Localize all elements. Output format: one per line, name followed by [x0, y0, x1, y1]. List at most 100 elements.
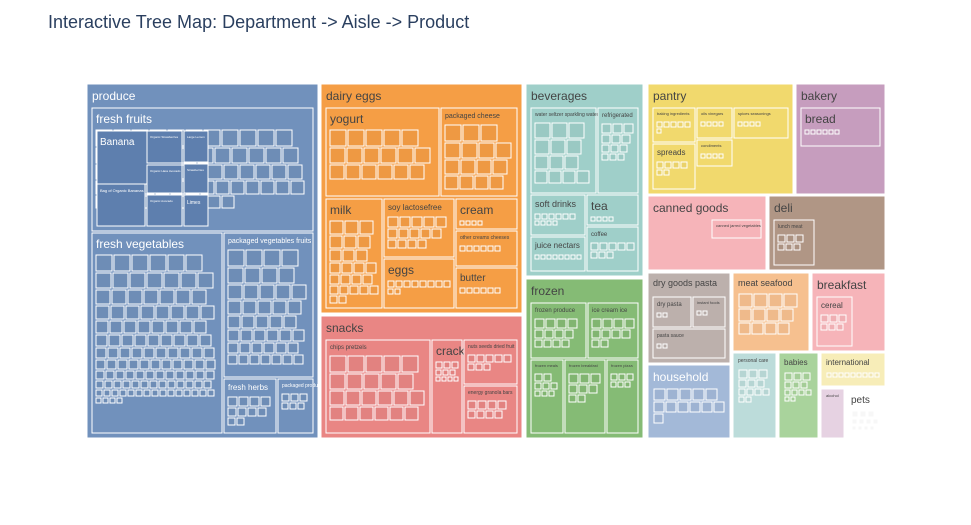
product-cell[interactable] [749, 121, 755, 127]
product-cell[interactable] [476, 410, 485, 419]
product-cell[interactable] [95, 272, 112, 289]
product-cell[interactable] [621, 134, 631, 144]
product-cell[interactable] [795, 234, 804, 243]
product-cell[interactable] [832, 372, 838, 378]
product-cell[interactable] [292, 329, 305, 342]
product-cell[interactable] [465, 220, 471, 226]
product-cell[interactable] [483, 363, 491, 371]
product-cell[interactable] [241, 315, 255, 329]
product-cell[interactable] [427, 280, 435, 288]
product-cell[interactable] [361, 390, 377, 406]
product-cell[interactable] [562, 213, 569, 220]
product-cell[interactable] [95, 370, 105, 380]
product-cell[interactable] [278, 267, 295, 284]
product-cell[interactable] [419, 280, 427, 288]
product-cell[interactable] [283, 315, 297, 329]
product-cell[interactable] [447, 376, 453, 382]
product-cell[interactable] [542, 382, 550, 390]
product-cell[interactable] [231, 147, 248, 164]
product-cell[interactable] [271, 164, 287, 180]
product-cell[interactable] [140, 380, 149, 389]
product-cell[interactable] [791, 389, 798, 396]
product-cell[interactable] [346, 147, 363, 164]
product-cell[interactable] [753, 293, 768, 308]
product-cell[interactable] [570, 254, 576, 260]
product-cell[interactable] [195, 370, 205, 380]
product-cell[interactable] [251, 342, 263, 354]
product-cell[interactable] [207, 389, 215, 397]
product-cell[interactable] [541, 213, 548, 220]
product-cell[interactable] [227, 329, 240, 342]
product-grid[interactable] [700, 121, 724, 127]
product-cell[interactable] [696, 310, 702, 316]
product-cell[interactable] [562, 170, 576, 184]
product-cell[interactable] [102, 397, 109, 404]
product-cell[interactable] [534, 170, 548, 184]
product-cell[interactable] [568, 122, 585, 139]
product-cell[interactable] [344, 220, 359, 235]
department-tile[interactable] [820, 352, 886, 387]
product-cell[interactable] [701, 401, 713, 413]
product-grid[interactable] [804, 129, 840, 135]
product-grid[interactable] [95, 254, 216, 404]
product-cell[interactable] [869, 425, 875, 431]
product-cell[interactable] [478, 142, 495, 159]
product-grid[interactable] [534, 373, 558, 397]
product-cell[interactable] [253, 329, 266, 342]
product-grid[interactable] [459, 245, 501, 252]
aisle-condiments[interactable]: condiments [696, 139, 733, 167]
product-cell[interactable] [653, 401, 665, 413]
product-cell[interactable] [155, 370, 165, 380]
product-cell[interactable] [591, 318, 602, 329]
product-cell[interactable] [623, 123, 634, 134]
product-cell[interactable] [151, 389, 159, 397]
product-cell[interactable] [561, 339, 570, 348]
product-grid[interactable] [534, 122, 590, 184]
product-grid[interactable] [610, 373, 634, 388]
product-cell[interactable] [207, 195, 221, 209]
product-cell[interactable] [617, 242, 626, 251]
product-cell[interactable] [197, 272, 214, 289]
product-cell[interactable] [143, 289, 159, 305]
product-cell[interactable] [738, 388, 746, 396]
product-cell[interactable] [449, 369, 456, 376]
product-cell[interactable] [784, 372, 793, 381]
product-cell[interactable] [743, 121, 749, 127]
product-cell[interactable] [106, 359, 117, 370]
product-cell[interactable] [131, 380, 140, 389]
product-cell[interactable] [269, 315, 283, 329]
product-grid[interactable] [656, 312, 668, 318]
product-cell[interactable] [329, 373, 346, 390]
product-cell[interactable] [259, 284, 275, 300]
product-cell[interactable] [810, 129, 816, 135]
product-grid[interactable] [700, 153, 724, 159]
product-cell[interactable] [737, 121, 743, 127]
product-cell[interactable] [257, 407, 267, 417]
product-cell[interactable] [151, 320, 165, 334]
product-cell[interactable] [290, 393, 299, 402]
product-cell[interactable] [805, 389, 812, 396]
product-cell[interactable] [828, 129, 834, 135]
product-cell[interactable] [435, 216, 447, 228]
product-cell[interactable] [215, 180, 230, 195]
product-cell[interactable] [829, 314, 838, 323]
product-cell[interactable] [610, 373, 618, 381]
product-cell[interactable] [545, 318, 556, 329]
aisle-frozen-pizza[interactable]: frozen pizza [606, 359, 639, 434]
product-cell[interactable] [874, 372, 880, 378]
product-grid[interactable] [820, 314, 847, 331]
product-cell[interactable] [365, 355, 383, 373]
product-cell[interactable] [383, 129, 401, 147]
product-cell[interactable] [578, 384, 588, 394]
product-cell[interactable] [167, 347, 179, 359]
product-cell[interactable] [346, 373, 363, 390]
product-cell[interactable] [167, 389, 175, 397]
product-cell[interactable] [459, 175, 474, 190]
product-cell[interactable] [401, 129, 419, 147]
product-cell[interactable] [534, 382, 542, 390]
aisle-cream[interactable]: cream [455, 198, 518, 230]
product-cell[interactable] [236, 417, 245, 426]
product-cell[interactable] [329, 235, 343, 249]
product-cell[interactable] [768, 293, 783, 308]
product-cell[interactable] [104, 380, 113, 389]
